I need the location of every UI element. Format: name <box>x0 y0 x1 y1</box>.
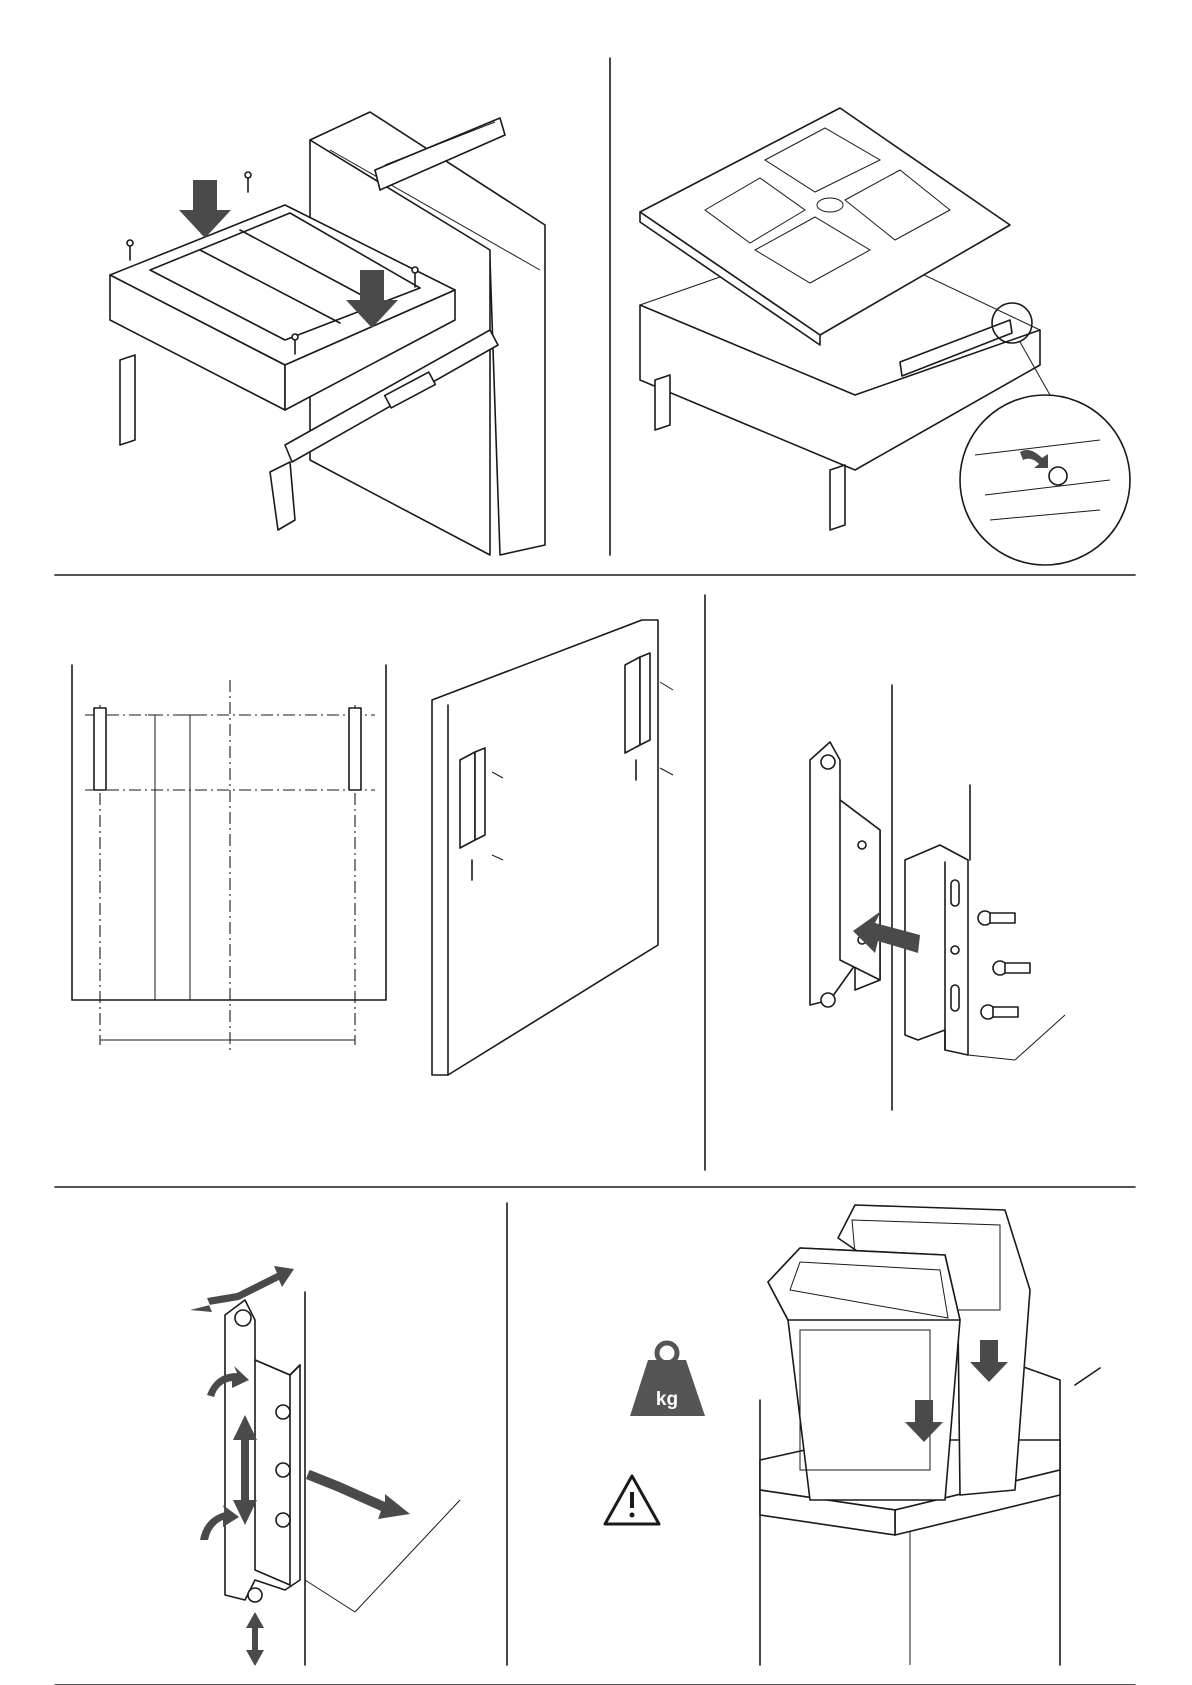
adjust-arrow-icon <box>246 1612 264 1666</box>
bracket <box>349 708 361 790</box>
bracket <box>94 708 106 790</box>
step-3-bracket-layout <box>72 665 386 1050</box>
step-4-door-brackets <box>432 620 673 1075</box>
weight-label: kg <box>656 1389 678 1410</box>
step-2-lid-fitting <box>640 108 1130 565</box>
step-5-bracket-detail <box>810 685 1065 1110</box>
screw-icon <box>978 911 1030 1019</box>
step-7-bins-insertion: kg <box>605 1205 1100 1665</box>
zoom-detail <box>960 395 1130 565</box>
step-1-frame-mounting <box>110 112 545 555</box>
adjust-arrow-icon <box>306 1470 410 1519</box>
step-6-adjustment <box>190 1266 460 1666</box>
warning-icon <box>605 1476 659 1524</box>
weight-icon: kg <box>630 1343 705 1416</box>
